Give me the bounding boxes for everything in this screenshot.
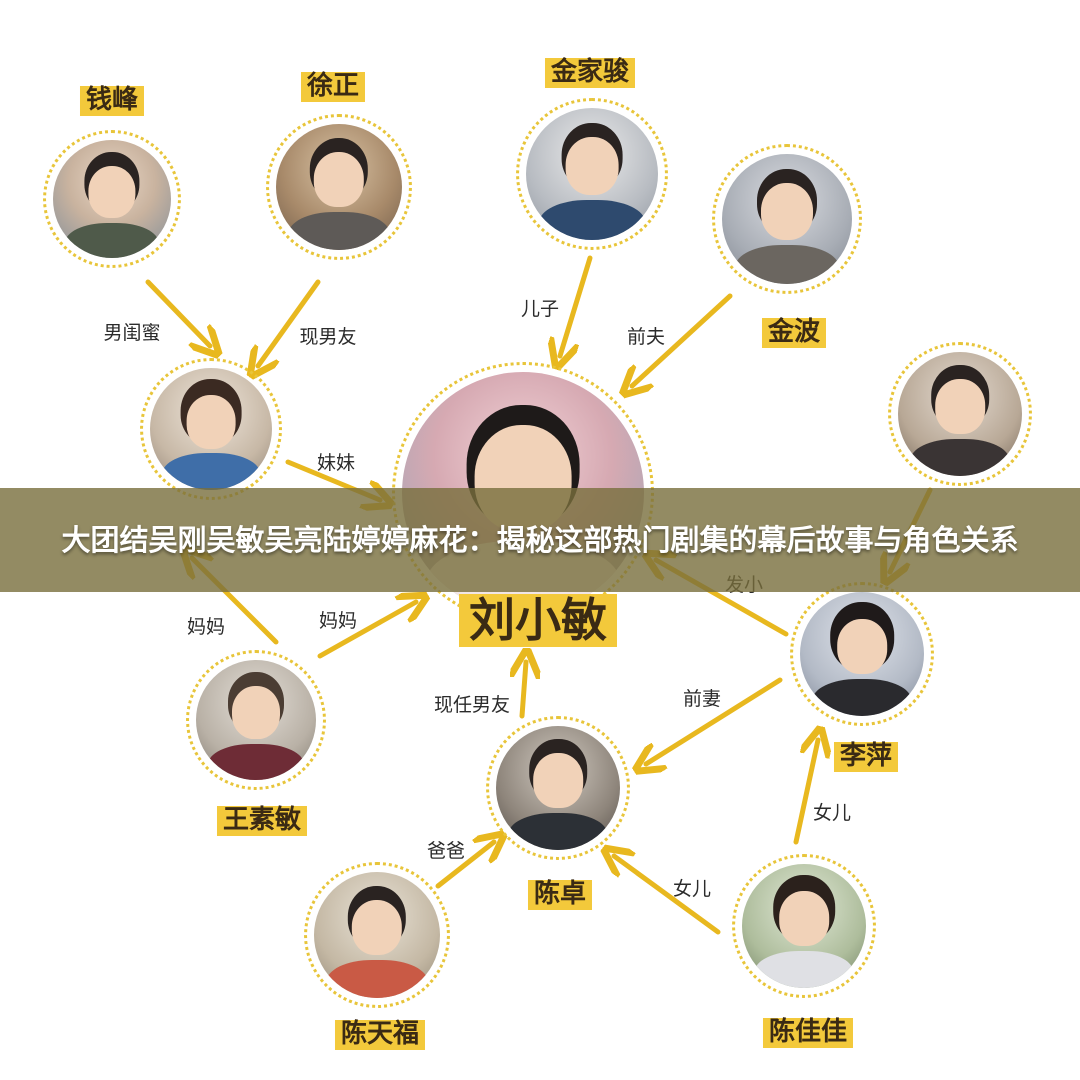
rel-mama-right: 妈妈	[318, 610, 358, 632]
name-chen-zhuo: 陈卓	[527, 879, 593, 910]
rel-mama-left: 妈妈	[186, 616, 226, 638]
rel-xian-nanyou: 现男友	[299, 326, 357, 348]
name-li-ping: 李萍	[833, 741, 899, 772]
name-xu-zheng: 徐正	[300, 71, 366, 102]
name-qian-feng: 钱峰	[79, 85, 145, 116]
rel-meimei: 妹妹	[316, 452, 356, 474]
portrait-xu-zheng	[266, 114, 412, 260]
banner-title: 大团结吴刚吴敏吴亮陆婷婷麻花：揭秘这部热门剧集的幕后故事与角色关系	[61, 522, 1019, 557]
name-jin-bo: 金波	[761, 317, 827, 348]
portrait-topright-man	[888, 342, 1032, 486]
arrow-xuzheng-to-sister	[258, 279, 321, 366]
rel-nan-guimi: 男闺蜜	[103, 322, 161, 344]
arrow-chenjiajia-to-chenzhuo	[614, 856, 721, 935]
name-chen-jiajia: 陈佳佳	[762, 1017, 854, 1048]
rel-qianqi: 前妻	[682, 688, 722, 710]
portrait-chen-jiajia	[732, 854, 876, 998]
portrait-qian-feng	[43, 130, 181, 268]
rel-erzi: 儿子	[520, 298, 560, 320]
rel-nver-up: 女儿	[812, 802, 852, 824]
portrait-chen-zhuo	[486, 716, 630, 860]
arrow-chenzhuo-to-liuxiaomin	[522, 662, 526, 719]
rel-baba: 爸爸	[426, 840, 466, 862]
portrait-chen-tianfu	[304, 862, 450, 1008]
portrait-jin-jiajun	[516, 98, 668, 250]
title-banner: 大团结吴刚吴敏吴亮陆婷婷麻花：揭秘这部热门剧集的幕后故事与角色关系	[0, 488, 1080, 592]
arrow-jinbo-to-liuxiaomin	[632, 293, 733, 386]
portrait-jin-bo	[712, 144, 862, 294]
name-jin-jiajun: 金家骏	[544, 57, 636, 88]
name-chen-tianfu: 陈天福	[334, 1019, 426, 1050]
name-wang-sumin: 王素敏	[216, 805, 308, 836]
arrow-liping-to-chenzhuo	[646, 677, 783, 764]
portrait-wang-sumin	[186, 650, 326, 790]
arrow-wangsumin-to-liuxiaomin	[317, 602, 416, 659]
rel-qianfu: 前夫	[626, 326, 666, 348]
name-liu-xiaomin: 刘小敏	[459, 594, 617, 647]
arrow-jinjiajun-to-liuxiaomin	[560, 255, 593, 356]
arrow-chenjiajia-to-liping	[793, 740, 818, 845]
portrait-sister	[140, 358, 282, 500]
portrait-li-ping	[790, 582, 934, 726]
arrow-qianfeng-to-sister	[145, 279, 210, 346]
arrow-chentianfu-to-chenzhuo	[435, 842, 494, 889]
rel-nver-left: 女儿	[672, 878, 712, 900]
rel-xianren-nanyou: 现任男友	[433, 694, 511, 716]
